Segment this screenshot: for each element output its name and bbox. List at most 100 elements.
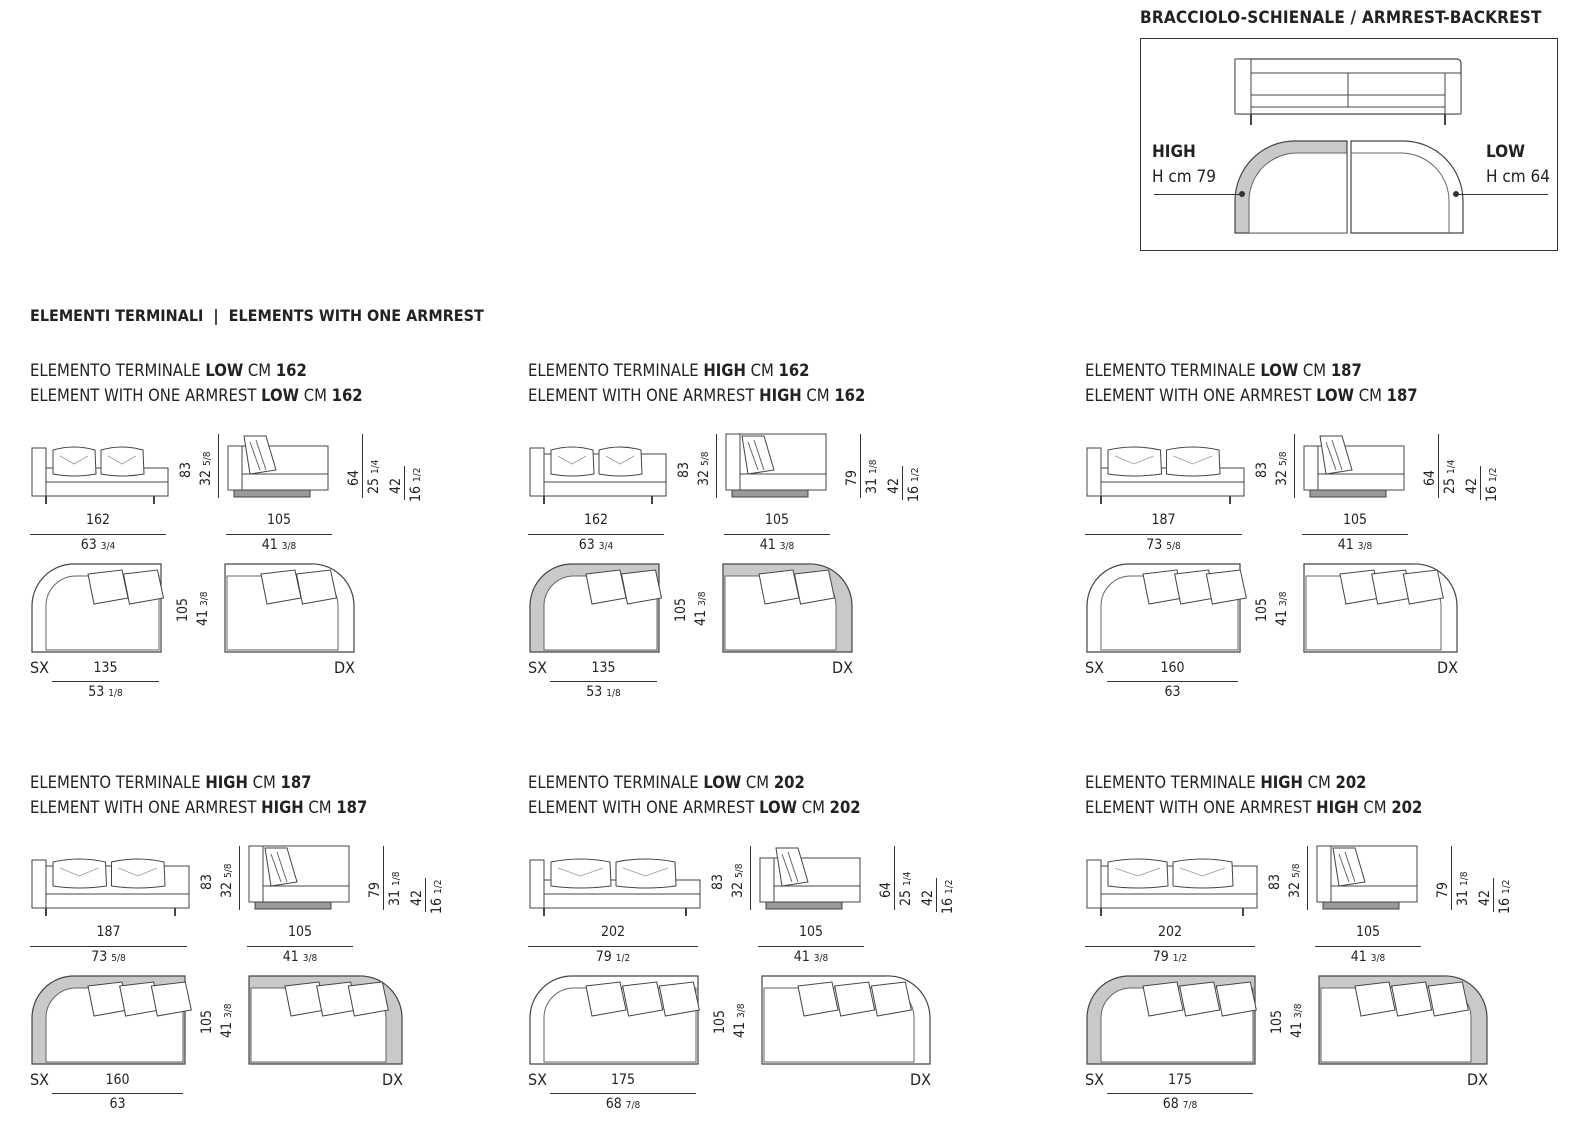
plan-depth-frac: 3/8 [1293, 1003, 1304, 1018]
side-depth: 105 [1302, 512, 1408, 528]
title-en-mid: CM [303, 798, 337, 817]
plan-depth-frac: 3/8 [223, 1003, 234, 1018]
plan-depth-frac: 3/8 [736, 1003, 747, 1018]
side-depth-inch: 41 3/8 [247, 949, 353, 965]
side-depth-frac: 3/8 [1370, 953, 1386, 964]
title-en-size: 202 [1391, 798, 1423, 817]
side-depth-cm: 105 [287, 924, 313, 940]
title-it-arm: LOW [205, 361, 244, 380]
legend-box: HIGH H cm 79 LOW H cm 64 [1140, 38, 1558, 251]
front-width-in: 63 [578, 537, 595, 553]
side-depth-in: 41 [1350, 949, 1367, 965]
seat-height-in: 16 [408, 485, 424, 502]
plan-depth-cm: 105 [1269, 1009, 1285, 1034]
arm-height-in: 31 [864, 477, 880, 494]
legend-title: BRACCIOLO-SCHIENALE / ARMREST-BACKREST [1140, 8, 1542, 28]
height-frac: 5/8 [223, 863, 234, 878]
label-dx: DX [832, 658, 853, 677]
front-width-inch: 63 3/4 [528, 537, 664, 553]
side-depth-cm: 105 [1342, 512, 1368, 528]
label-sx: SX [30, 658, 49, 677]
front-width-in: 63 [80, 537, 97, 553]
arm-height-frac: 1/8 [1459, 871, 1470, 886]
plan-width: 135 [52, 660, 159, 676]
front-width-inch: 63 3/4 [30, 537, 166, 553]
title-it-mid: CM [243, 361, 276, 380]
height-inch: 32 5/8 [1287, 863, 1303, 898]
title-it-mid: CM [1302, 773, 1336, 792]
plan-view [31, 975, 192, 1065]
arm-height-cm: 64 [1422, 469, 1438, 486]
plan-depth-inch: 41 3/8 [693, 591, 709, 626]
height-cm: 83 [676, 461, 692, 478]
side-depth: 105 [247, 924, 353, 940]
height-in: 32 [198, 469, 214, 486]
plan-width-in: 53 [586, 684, 603, 700]
side-depth-cm: 105 [764, 512, 790, 528]
title-it-size: 202 [773, 773, 805, 792]
title-it-arm: LOW [1260, 361, 1299, 380]
arm-height-cm: 79 [367, 881, 383, 898]
plan-width: 175 [550, 1072, 696, 1088]
seat-height-frac: 1/2 [910, 467, 921, 482]
title-en-prefix: ELEMENT WITH ONE ARMREST [30, 386, 262, 405]
plan-depth-frac: 3/8 [697, 591, 708, 606]
title-it: ELEMENTO TERMINALE HIGH CM 187 [30, 770, 312, 795]
height-cm: 83 [199, 873, 215, 890]
plan-width-frac: 1/8 [606, 688, 621, 699]
arm-height-inch: 25 1/4 [898, 871, 914, 906]
title-en: ELEMENT WITH ONE ARMREST HIGH CM 187 [30, 795, 367, 820]
plan-width-cm: 135 [591, 660, 616, 676]
title-it-arm: LOW [703, 773, 742, 792]
arm-height-dim: 79 [844, 470, 860, 486]
plan-depth-cm: 105 [1254, 597, 1270, 622]
side-depth-inch: 41 3/8 [1315, 949, 1421, 965]
plan-view [224, 563, 355, 653]
arm-height-frac: 1/4 [1446, 459, 1457, 474]
side-view [227, 435, 329, 498]
seat-height-frac: 1/2 [1501, 879, 1512, 894]
height-cm: 83 [710, 873, 726, 890]
label-sx: SX [1085, 658, 1104, 677]
title-it-size: 162 [778, 361, 810, 380]
front-width-inch: 73 5/8 [30, 949, 187, 965]
title-it-mid: CM [1298, 361, 1331, 380]
arm-height-cm: 79 [1435, 881, 1451, 898]
side-view [1316, 845, 1418, 910]
arm-height-dim: 64 [346, 470, 362, 486]
plan-width-in: 68 [605, 1096, 622, 1112]
legend-low-leader [1456, 194, 1548, 195]
seat-height-dim: 42 [409, 890, 425, 906]
side-view [1303, 435, 1405, 498]
title-it: ELEMENTO TERMINALE LOW CM 162 [30, 358, 307, 383]
legend-sofa-front [1234, 58, 1462, 125]
seat-height-inch: 16 1/2 [940, 879, 956, 914]
front-width: 187 [1085, 512, 1242, 528]
height-inch: 32 5/8 [730, 863, 746, 898]
height-cm: 83 [178, 461, 194, 478]
side-depth-frac: 3/8 [779, 541, 795, 552]
plan-depth: 105 [673, 598, 689, 622]
plan-width: 135 [550, 660, 657, 676]
plan-depth-cm: 105 [712, 1009, 728, 1034]
seat-height-dim: 42 [388, 478, 404, 494]
label-sx: SX [30, 1070, 49, 1089]
title-it-size: 162 [275, 361, 307, 380]
arm-height-inch: 25 1/4 [1442, 459, 1458, 494]
plan-depth-inch: 41 3/8 [195, 591, 211, 626]
height-frac: 5/8 [734, 863, 745, 878]
side-depth-inch: 41 3/8 [226, 537, 332, 553]
side-depth-inch: 41 3/8 [724, 537, 830, 553]
arm-height-in: 31 [1455, 889, 1471, 906]
seat-height-cm: 42 [1477, 889, 1493, 906]
title-en-mid: CM [801, 386, 835, 405]
plan-depth: 105 [175, 598, 191, 622]
title-en-mid: CM [299, 386, 332, 405]
front-width: 202 [528, 924, 698, 940]
title-it-arm: HIGH [1260, 773, 1303, 792]
title-en: ELEMENT WITH ONE ARMREST LOW CM 162 [30, 383, 363, 408]
front-width-in: 79 [1152, 949, 1169, 965]
height-inch: 32 5/8 [219, 863, 235, 898]
